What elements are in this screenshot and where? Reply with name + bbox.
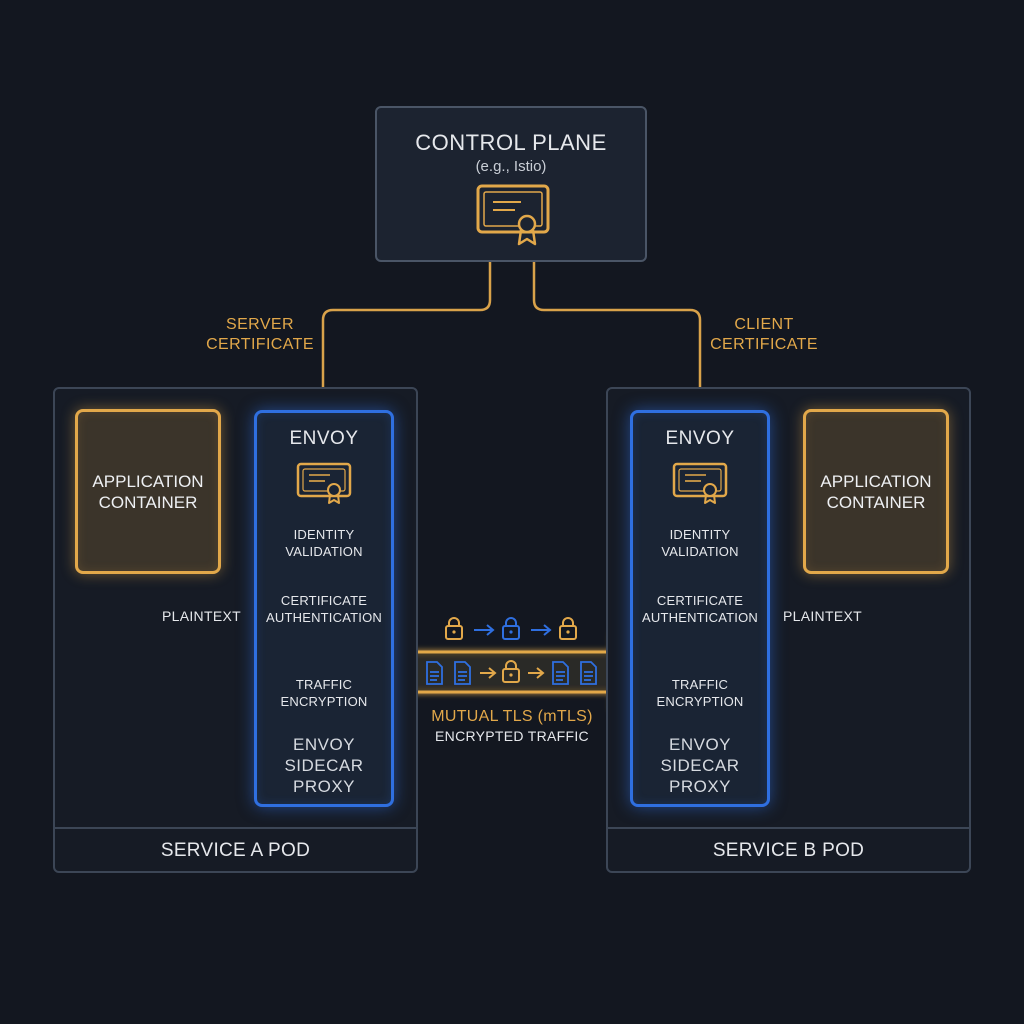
application-container-label: CONTAINER (98, 492, 198, 512)
proxy-label-line: SIDECAR (284, 756, 364, 775)
service-a-envoy-proxy (254, 410, 394, 807)
server-certificate-label: SERVER CERTIFICATE (200, 315, 320, 355)
service-a-identity-validation: IDENTITY VALIDATION (254, 526, 394, 560)
document-icon (454, 661, 471, 685)
document-icon (580, 661, 597, 685)
application-container-label: CONTAINER (826, 492, 926, 512)
arrow-right-icon (531, 624, 552, 636)
service-a-traffic-encryption: TRAFFIC ENCRYPTION (254, 676, 394, 710)
service-a-pod-label: SERVICE A POD (55, 827, 416, 873)
service-b-envoy-proxy (630, 410, 770, 807)
certificate-icon (672, 462, 728, 504)
mtls-title: MUTUAL TLS (mTLS) (431, 708, 593, 725)
service-b-identity-validation: IDENTITY VALIDATION (630, 526, 770, 560)
lock-icon (502, 660, 520, 683)
server-certificate-connector (321, 262, 492, 398)
lock-icon (502, 617, 520, 640)
client-certificate-label-line: CLIENT (734, 316, 794, 333)
service-b-envoy-sidecar-proxy-label: ENVOY SIDECAR PROXY (630, 734, 770, 797)
step-label: CERTIFICATE (656, 593, 744, 608)
step-label: AUTHENTICATION (266, 610, 382, 625)
step-label: IDENTITY (293, 527, 355, 542)
client-certificate-label: CLIENT CERTIFICATE (704, 315, 824, 355)
service-a-certificate-authentication: CERTIFICATE AUTHENTICATION (254, 592, 394, 626)
control-plane-subtitle: (e.g., Istio) (475, 158, 547, 175)
certificate-icon (296, 462, 352, 504)
proxy-label-line: PROXY (292, 777, 356, 796)
service-b-envoy-title: ENVOY (665, 428, 735, 449)
document-icon (426, 661, 443, 685)
service-a-envoy-title: ENVOY (289, 428, 359, 449)
client-certificate-connector (532, 262, 702, 398)
step-label: ENCRYPTION (280, 694, 368, 709)
service-a-plaintext-label: PLAINTEXT (162, 608, 241, 624)
step-label: TRAFFIC (671, 677, 729, 692)
application-container-label: APPLICATION (92, 471, 204, 491)
document-icon (552, 661, 569, 685)
service-a-envoy-sidecar-proxy-label: ENVOY SIDECAR PROXY (254, 734, 394, 797)
lock-icon (445, 617, 463, 640)
arrow-right-icon (480, 667, 497, 679)
service-b-plaintext-label: PLAINTEXT (783, 608, 862, 624)
step-label: CERTIFICATE (280, 593, 368, 608)
lock-icon (559, 617, 577, 640)
service-b-application-container: APPLICATION CONTAINER (803, 409, 949, 574)
step-label: TRAFFIC (295, 677, 353, 692)
step-label: VALIDATION (285, 544, 363, 559)
server-certificate-label-line: CERTIFICATE (206, 336, 314, 353)
service-a-application-container: APPLICATION CONTAINER (75, 409, 221, 574)
service-b-traffic-encryption: TRAFFIC ENCRYPTION (630, 676, 770, 710)
proxy-label-line: SIDECAR (660, 756, 740, 775)
service-b-pod-label: SERVICE B POD (608, 827, 969, 873)
client-certificate-label-line: CERTIFICATE (710, 336, 818, 353)
control-plane-box: CONTROL PLANE (e.g., Istio) (375, 106, 647, 262)
proxy-label-line: ENVOY (292, 735, 356, 754)
arrow-right-icon (474, 624, 495, 636)
step-label: ENCRYPTION (656, 694, 744, 709)
control-plane-title: CONTROL PLANE (415, 130, 607, 155)
certificate-icon (476, 184, 550, 246)
step-label: AUTHENTICATION (642, 610, 758, 625)
service-b-certificate-authentication: CERTIFICATE AUTHENTICATION (630, 592, 770, 626)
application-container-label: APPLICATION (820, 471, 932, 491)
server-certificate-label-line: SERVER (226, 316, 294, 333)
step-label: VALIDATION (661, 544, 739, 559)
arrow-right-icon (528, 667, 545, 679)
step-label: IDENTITY (669, 527, 731, 542)
mtls-subtitle: ENCRYPTED TRAFFIC (435, 728, 589, 744)
proxy-label-line: PROXY (668, 777, 732, 796)
proxy-label-line: ENVOY (668, 735, 732, 754)
